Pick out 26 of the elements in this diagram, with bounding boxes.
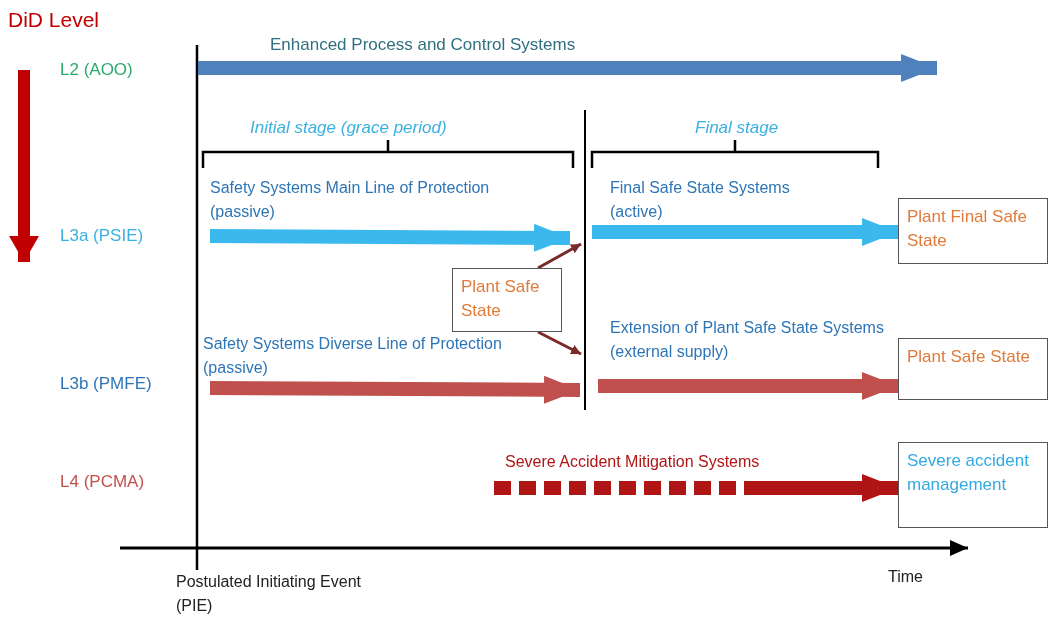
edge-label: Safety Systems Main Line of Protection (passive) (210, 178, 491, 222)
axis-label: Time (888, 567, 923, 587)
state-box: Plant Safe State (898, 338, 1048, 400)
edge-label: Extension of Plant Safe State Systems (external supply) (610, 318, 885, 362)
level-label: L2 (AOO) (60, 59, 133, 81)
edge-label: Safety Systems Diverse Line of Protection (passive) (203, 334, 503, 378)
axis-title: DiD Level (8, 8, 100, 32)
edge-label: Severe Accident Mitigation Systems (505, 452, 760, 472)
arrow (592, 218, 898, 246)
state-box: Plant Safe State (452, 268, 562, 332)
arrow-label: Enhanced Process and Control Systems (270, 34, 576, 56)
stage-label: Final stage (695, 117, 779, 139)
state-box: Plant Final Safe State (898, 198, 1048, 264)
arrow (537, 242, 582, 270)
arrow (209, 375, 581, 404)
arrow (598, 372, 898, 400)
level-label: L3b (PMFE) (60, 373, 152, 395)
arrow (537, 330, 582, 356)
edge-label: Final Safe State Systems (active) (610, 178, 791, 222)
stage-label: Initial stage (grace period) (250, 117, 447, 139)
arrow (209, 223, 571, 252)
level-label: L3a (PSIE) (60, 225, 144, 247)
state-box: Severe accident management (898, 442, 1048, 528)
arrow (494, 474, 898, 502)
level-label: L4 (PCMA) (60, 471, 145, 493)
axis-label: Postulated Initiating Event (PIE) (176, 572, 362, 616)
